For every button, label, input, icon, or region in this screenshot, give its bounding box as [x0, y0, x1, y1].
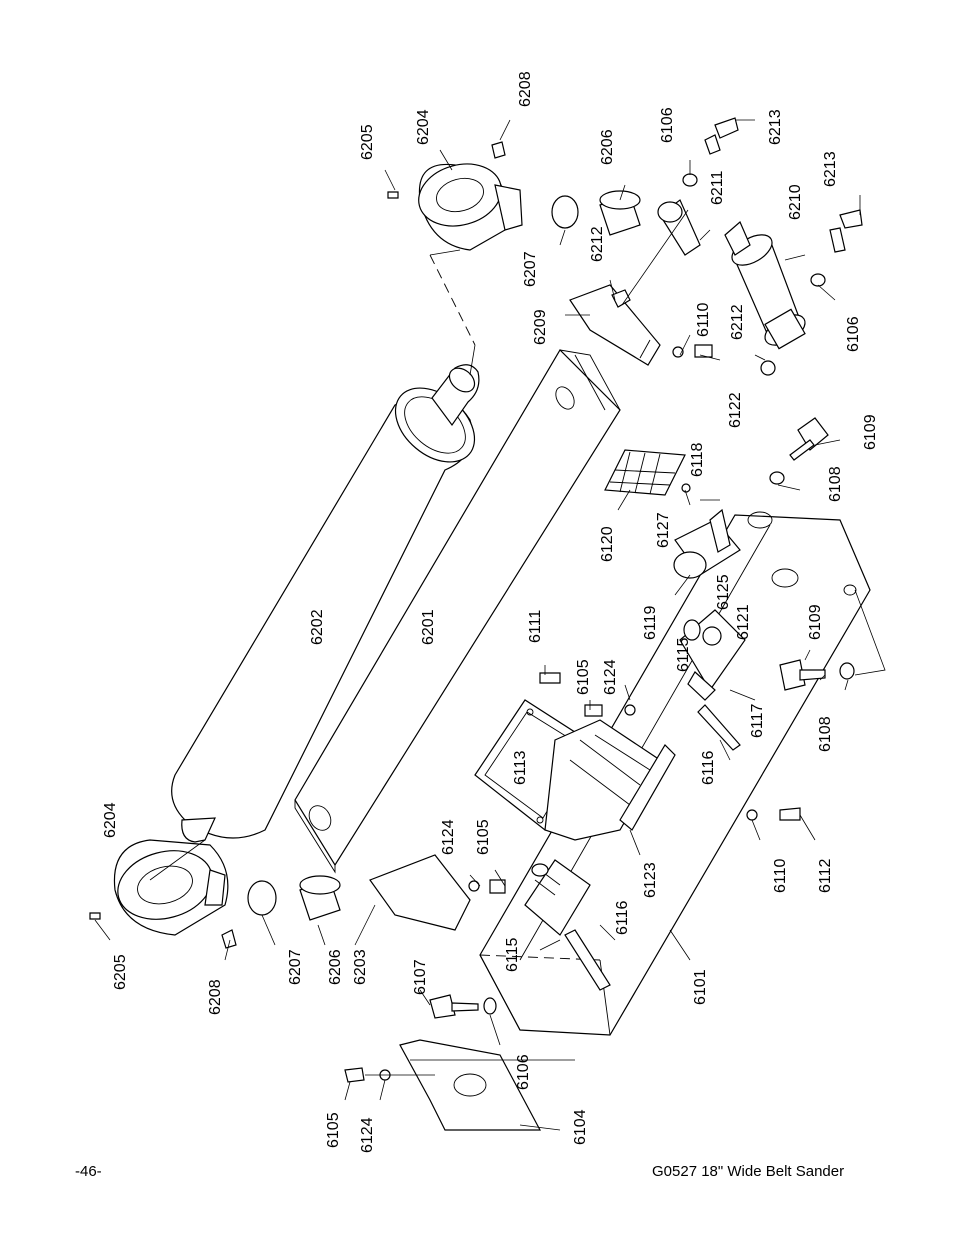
label-6101: 6101 — [692, 969, 709, 1005]
label-6207-b: 6207 — [522, 251, 539, 287]
label-6212-b: 6212 — [729, 304, 746, 340]
label-6120: 6120 — [599, 526, 616, 562]
label-6124-c: 6124 — [602, 659, 619, 695]
ring-6207-right — [551, 195, 579, 229]
label-6105-a: 6105 — [325, 1112, 342, 1148]
label-6127: 6127 — [655, 512, 672, 548]
label-6106-b: 6106 — [659, 107, 676, 143]
manual-title: G0527 18" Wide Belt Sander — [652, 1163, 845, 1180]
label-6209: 6209 — [532, 309, 549, 345]
roller-6202 — [171, 364, 480, 843]
bracket-6203 — [369, 854, 471, 931]
label-6108-b: 6108 — [817, 716, 834, 752]
label-6105-c: 6105 — [575, 659, 592, 695]
label-6208-b: 6208 — [517, 71, 534, 107]
label-6212-a: 6212 — [589, 226, 606, 262]
label-6107: 6107 — [412, 959, 429, 995]
bushing-6206-right — [599, 190, 641, 236]
label-6201: 6201 — [420, 609, 437, 645]
bearing-6119 — [673, 508, 741, 579]
label-6118: 6118 — [689, 442, 706, 477]
part-labels: 6101 6104 6105 6105 6105 6106 6106 6106 … — [102, 71, 879, 1153]
label-6113: 6113 — [512, 750, 529, 785]
label-6110-a: 6110 — [695, 302, 712, 337]
label-6121: 6121 — [735, 604, 752, 640]
label-6204-a: 6204 — [102, 802, 119, 838]
label-6106-a: 6106 — [515, 1054, 532, 1090]
cylinder-6210 — [724, 221, 806, 376]
label-6203: 6203 — [352, 949, 369, 985]
frame-6201 — [294, 349, 621, 874]
label-6108-a: 6108 — [827, 466, 844, 502]
motor-6113 — [474, 699, 676, 841]
label-6106-c: 6106 — [845, 316, 862, 352]
label-6208-a: 6208 — [207, 979, 224, 1015]
label-6112: 6112 — [817, 858, 834, 893]
label-6115-b: 6115 — [675, 637, 692, 672]
bushing-6206-left — [299, 875, 341, 921]
label-6109-b: 6109 — [807, 604, 824, 640]
label-6202: 6202 — [309, 609, 326, 645]
housing-6204-right — [418, 163, 523, 251]
label-6206-b: 6206 — [599, 129, 616, 165]
page-number: -46- — [75, 1163, 102, 1180]
label-6122: 6122 — [727, 392, 744, 428]
label-6125: 6125 — [715, 574, 732, 610]
label-6124-b: 6124 — [440, 819, 457, 855]
label-6205-a: 6205 — [112, 954, 129, 990]
rod-end-6211 — [611, 199, 701, 308]
label-6206-a: 6206 — [327, 949, 344, 985]
label-6116-b: 6116 — [700, 750, 717, 785]
fasteners — [89, 117, 863, 1083]
bracket-6209 — [569, 284, 661, 366]
label-6110-b: 6110 — [772, 858, 789, 893]
label-6213-b: 6213 — [822, 151, 839, 187]
shaft-assembly-right — [679, 609, 746, 751]
label-6116-a: 6116 — [614, 900, 631, 935]
housing-6204-left — [113, 839, 229, 936]
shaft-assembly-left — [524, 859, 611, 991]
label-6207-a: 6207 — [287, 949, 304, 985]
label-6115-a: 6115 — [504, 937, 521, 972]
label-6117: 6117 — [749, 703, 766, 738]
leader-lines — [94, 119, 861, 1131]
label-6111: 6111 — [527, 610, 544, 643]
label-6119: 6119 — [642, 605, 659, 640]
label-6124-a: 6124 — [359, 1117, 376, 1153]
plate-6104 — [399, 1039, 541, 1131]
label-6109-a: 6109 — [862, 414, 879, 450]
label-6123: 6123 — [642, 862, 659, 898]
plate-6120 — [604, 449, 686, 496]
ring-6207-left — [247, 880, 277, 916]
label-6210: 6210 — [787, 184, 804, 220]
label-6211: 6211 — [709, 170, 726, 205]
label-6205-b: 6205 — [359, 124, 376, 160]
label-6104: 6104 — [572, 1109, 589, 1145]
label-6105-b: 6105 — [475, 819, 492, 855]
label-6213-a: 6213 — [767, 109, 784, 145]
label-6204-b: 6204 — [415, 109, 432, 145]
